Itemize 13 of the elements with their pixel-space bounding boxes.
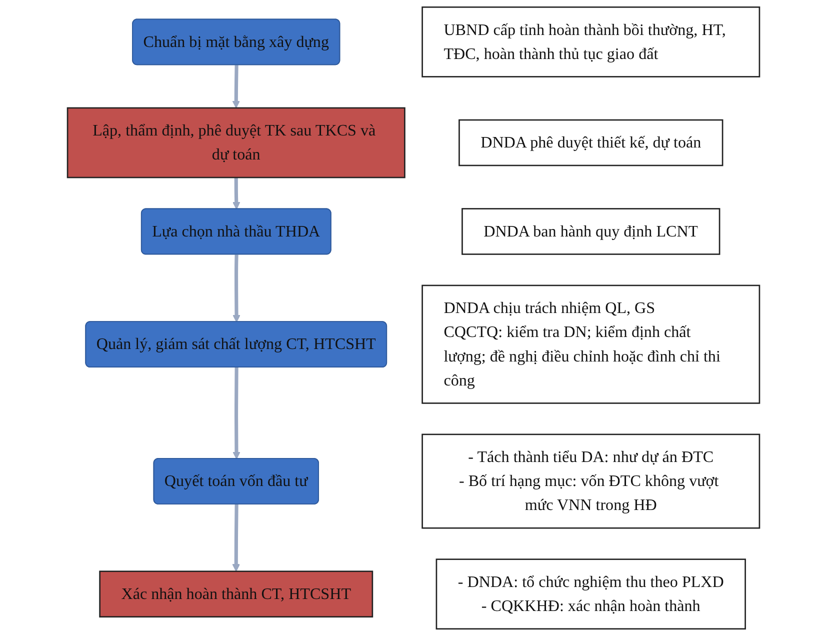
node-box: - DNDA: tổ chức nghiệm thu theo PLXD - CQKKHĐ: xác nhận hoàn thành xyxy=(436,558,746,630)
node-box: DNDA phê duyệt thiết kế, dự toán xyxy=(458,119,724,166)
node-box: Lập, thẩm định, phê duyệt TK sau TKCS và dự toán xyxy=(66,107,406,178)
node-box: UBND cấp tỉnh hoàn thành bồi thường, HT, TĐC, hoàn thành thủ tục giao đất xyxy=(422,6,760,78)
arrow xyxy=(232,504,240,572)
node-box: Xác nhận hoàn thành CT, HTCSHT xyxy=(99,570,374,618)
arrow xyxy=(232,367,240,460)
arrow xyxy=(232,254,240,322)
arrow xyxy=(232,178,240,210)
arrow xyxy=(232,65,240,108)
node-box: - Tách thành tiểu DA: như dự án ĐTC - Bố trí hạng mục: vốn ĐTC không vượt mức VNN trong HĐ xyxy=(422,434,760,529)
node-box: DNDA ban hành quy định LCNT xyxy=(462,208,720,255)
node-box: DNDA chịu trách nhiệm QL, GS CQCTQ: kiểm tra DN; kiểm định chất lượng; đề nghị điều chỉnh hoặc đình chỉ thi công xyxy=(422,284,760,404)
